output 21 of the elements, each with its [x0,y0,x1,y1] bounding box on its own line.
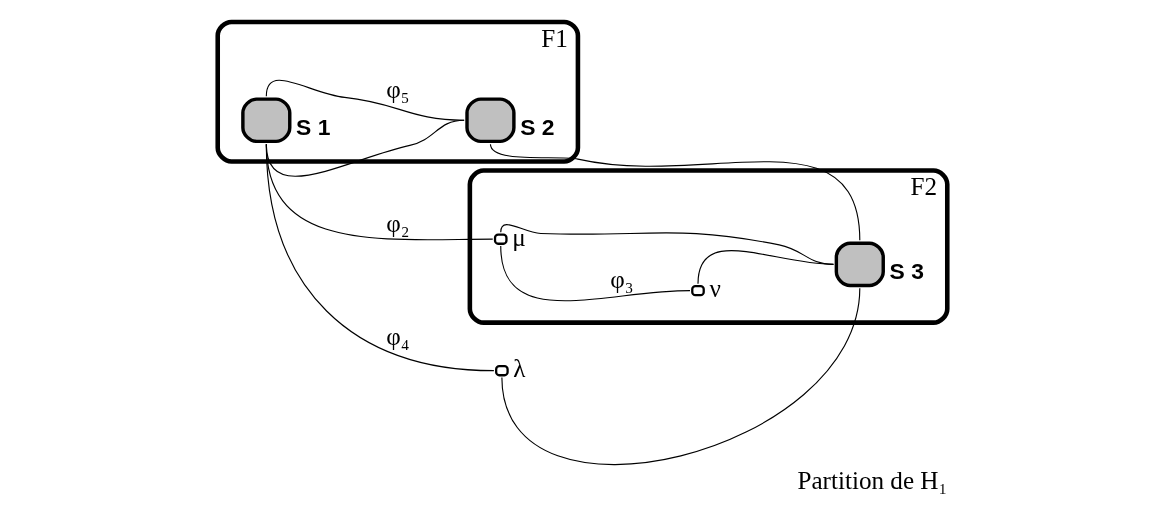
node-label: S 2 [519,114,554,141]
node-label: λ [512,355,526,383]
connector [265,143,493,241]
connector [499,224,834,265]
node-circle [690,284,705,297]
connector [489,143,860,241]
edge-label: φ₄ [385,323,409,351]
connector [265,79,465,121]
node-circle [494,364,509,377]
connector [500,287,860,465]
node-label: μ [511,223,526,251]
caption: Partition de H₁ [796,467,947,495]
node-circle [493,233,508,245]
edge-label: φ₂ [385,209,409,237]
edge-label: φ₅ [385,76,409,104]
node-label: S 3 [889,258,924,285]
connector [265,143,494,372]
node-label: ν [708,275,721,303]
node-label: S 1 [295,114,330,141]
connector [499,245,691,302]
edge-label: φ₃ [609,265,634,293]
